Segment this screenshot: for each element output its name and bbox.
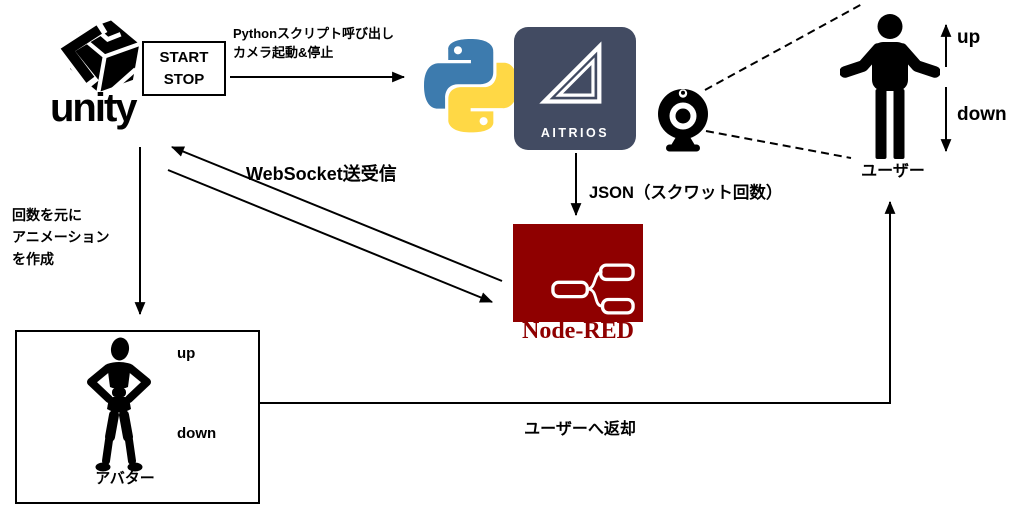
animation-note-line3: を作成 (12, 251, 54, 267)
node-red-card (513, 224, 643, 322)
user-label: ユーザー (861, 163, 925, 180)
arrow-unity-to-nodered-websocket (167, 169, 494, 303)
start-stop-box: START STOP (142, 41, 226, 96)
user-person-icon (840, 14, 940, 159)
python-call-line1: Pythonスクリプト呼び出し (233, 26, 395, 41)
user-down-label: down (957, 104, 1007, 125)
animation-note-line1: 回数を元に (12, 207, 82, 223)
dashed-camera-view-upper (704, 2, 865, 91)
unity-cube-icon (53, 19, 140, 98)
unity-wordmark: unity (50, 86, 138, 130)
dashed-camera-view-lower (705, 130, 852, 159)
animation-note: 回数を元に アニメーション を作成 (12, 204, 109, 270)
websocket-label: WebSocket送受信 (246, 164, 397, 184)
animation-note-line2: アニメーション (12, 229, 110, 245)
avatar-up-label: up (177, 345, 196, 362)
arrow-nodered-to-unity-websocket (170, 146, 503, 282)
aitrios-label: AITRIOS (540, 126, 610, 140)
avatar-down-label: down (177, 425, 217, 442)
avatar-box (15, 330, 260, 504)
node-red-flow-icon (551, 263, 635, 315)
avatar-label: アバター (95, 470, 155, 487)
avatar-mannequin-icon (87, 337, 151, 472)
aitrios-card: AITRIOS (514, 27, 636, 150)
json-payload-label: JSON（スクワット回数） (589, 184, 783, 202)
arrow-avatar-return-to-user (257, 200, 896, 404)
start-label: START (159, 48, 209, 66)
python-call-line2: カメラ起動&停止 (233, 45, 334, 60)
user-up-label: up (957, 27, 981, 48)
python-icon (424, 39, 518, 133)
webcam-icon (658, 89, 708, 152)
stop-label: STOP (163, 70, 205, 88)
return-note-label: ユーザーへ返却 (524, 421, 636, 438)
node-red-wordmark: Node-RED (522, 318, 634, 344)
python-call-note: Pythonスクリプト呼び出し カメラ起動&停止 (233, 24, 394, 62)
aitrios-triangle-icon (539, 41, 602, 104)
